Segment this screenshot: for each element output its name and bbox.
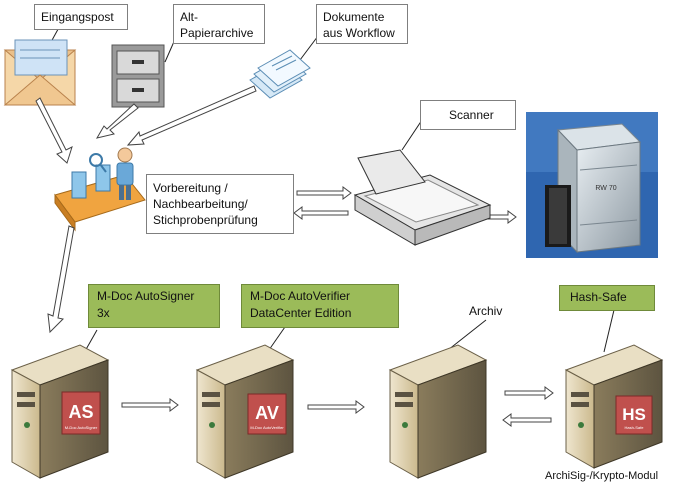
server-as <box>10 344 110 479</box>
scanner-icon <box>353 149 492 246</box>
as-badge-bg <box>61 391 101 435</box>
filing-cabinet-icon <box>111 44 165 108</box>
eingangspost-label: Eingangspost <box>34 4 128 30</box>
hs-badge-bg <box>615 395 653 435</box>
as-badge-code: AS <box>68 402 93 422</box>
down-arrow <box>47 225 75 334</box>
av-badge-bg <box>247 393 287 435</box>
altpapier-label: Alt- Papierarchive <box>173 4 265 44</box>
workstation-icon <box>54 147 146 232</box>
storage-container-image <box>526 112 658 258</box>
archisig-label: ArchiSig-/Krypto-Modul <box>545 470 659 482</box>
autoverifier-box: M-Doc AutoVerifier DataCenter Edition <box>241 284 399 328</box>
av-badge-sub: M-Doc AutoVerifier <box>250 425 284 430</box>
hashsafe-box: Hash-Safe <box>559 285 655 311</box>
autosigner-box: M-Doc AutoSigner 3x <box>88 284 220 328</box>
envelope-icon <box>3 39 77 106</box>
container-label: RW 70 <box>595 185 616 192</box>
documents-icon <box>249 49 311 99</box>
server-archiv <box>388 344 488 479</box>
inbound-arrows <box>35 85 257 164</box>
as-badge-sub: M-Doc AutoSigner <box>65 425 98 430</box>
av-badge-code: AV <box>255 403 279 423</box>
scanner-label: Scanner <box>420 100 516 130</box>
dokumente-label: Dokumente aus Workflow <box>316 4 408 44</box>
archiv-label: Archiv <box>469 304 503 318</box>
vorbereitung-label: Vorbereitung / Nachbearbeitung/ Stichpro… <box>146 174 294 234</box>
hs-badge-code: HS <box>622 405 646 424</box>
hs-badge-sub: Hash-Safe <box>625 425 645 430</box>
server-arrows <box>121 386 554 427</box>
